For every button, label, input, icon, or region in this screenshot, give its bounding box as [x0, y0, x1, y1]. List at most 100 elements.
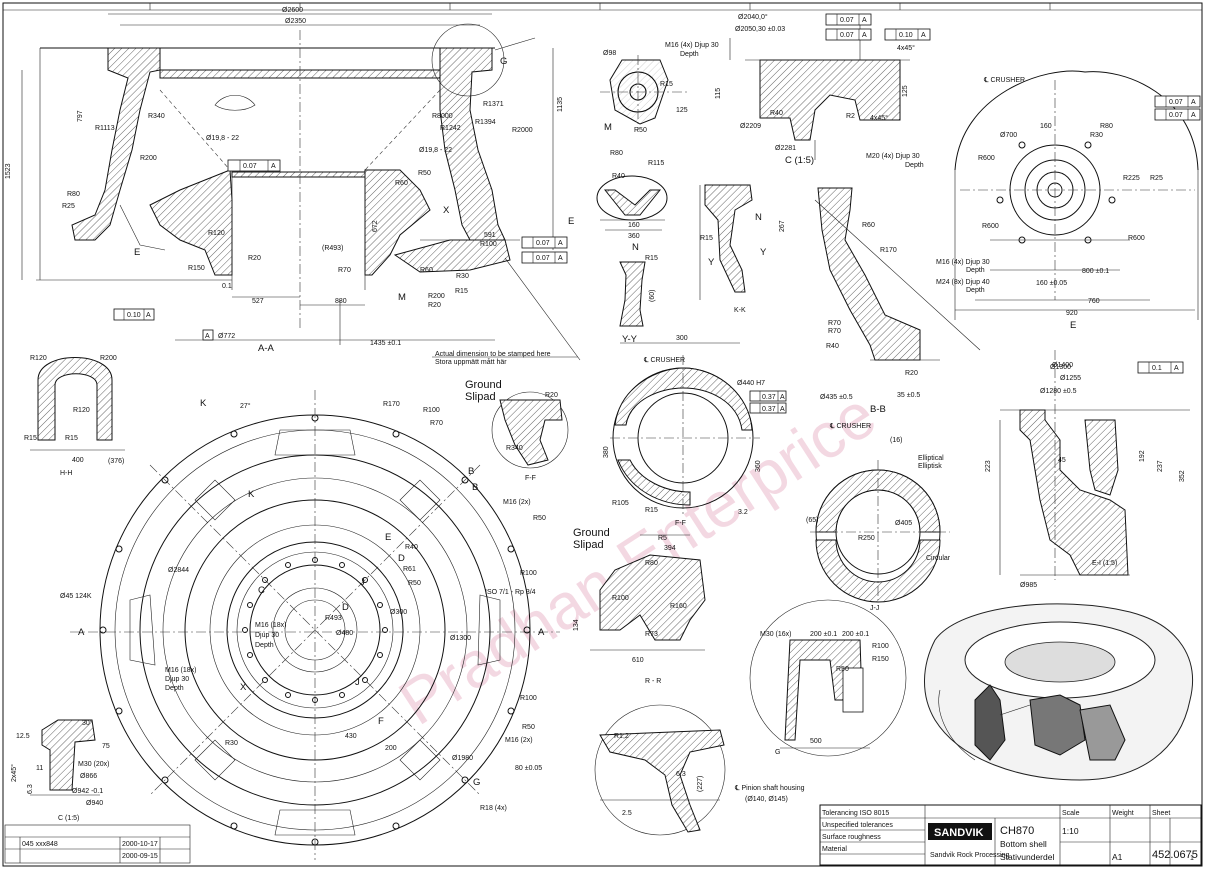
- svg-text:R50: R50: [418, 170, 431, 177]
- svg-text:A: A: [780, 406, 785, 413]
- svg-text:R60: R60: [395, 180, 408, 187]
- svg-text:M20 (4x) Djup 30: M20 (4x) Djup 30: [866, 153, 920, 160]
- svg-text:R15: R15: [645, 507, 658, 514]
- svg-text:R20: R20: [428, 302, 441, 309]
- svg-text:R80: R80: [610, 150, 623, 157]
- svg-text:R50: R50: [522, 724, 535, 731]
- svg-text:Scale: Scale: [1062, 810, 1080, 817]
- svg-text:R40: R40: [770, 110, 783, 117]
- svg-text:G: G: [775, 749, 780, 756]
- svg-text:380: 380: [603, 446, 610, 458]
- svg-text:J: J: [360, 577, 365, 588]
- svg-text:A: A: [271, 163, 276, 170]
- svg-text:B: B: [472, 482, 478, 493]
- svg-text:Ø985: Ø985: [1020, 582, 1037, 589]
- svg-text:394: 394: [664, 545, 676, 552]
- svg-text:G: G: [500, 56, 507, 67]
- svg-text:35 ±0.5: 35 ±0.5: [897, 392, 920, 399]
- svg-text:R20: R20: [248, 255, 261, 262]
- svg-text:R60: R60: [862, 222, 875, 229]
- svg-text:237: 237: [1157, 460, 1164, 472]
- title-block: Tolerancing ISO 8015 Unspecified toleran…: [819, 804, 1202, 866]
- svg-text:125: 125: [902, 85, 909, 97]
- svg-text:R25: R25: [1150, 175, 1163, 182]
- svg-text:Y: Y: [708, 257, 715, 268]
- svg-text:M: M: [604, 122, 612, 133]
- svg-text:0.10: 0.10: [899, 32, 913, 39]
- svg-text:M16 (18x): M16 (18x): [165, 667, 197, 674]
- sheet-size: A1: [1112, 852, 1123, 862]
- svg-text:R600: R600: [978, 155, 995, 162]
- tolerance-frame-ei-1: 0.1 A: [1137, 361, 1184, 374]
- part-name-en: Bottom shell: [1000, 839, 1047, 849]
- svg-text:C (1:5): C (1:5): [785, 155, 814, 166]
- svg-text:D: D: [398, 553, 405, 564]
- svg-text:6.3: 6.3: [676, 771, 686, 778]
- svg-text:400: 400: [72, 457, 84, 464]
- svg-text:R100: R100: [612, 595, 629, 602]
- section-r-r-view: Ground Slipad R5 394 R80 R100 R73 R160 1…: [573, 527, 706, 685]
- svg-text:C: C: [258, 585, 265, 596]
- svg-text:R80: R80: [67, 191, 80, 198]
- svg-text:R70: R70: [430, 420, 443, 427]
- svg-text:Unspecified tolerances: Unspecified tolerances: [822, 822, 893, 829]
- detail-flange-bottom-left: 12.5 30° 2x45° 6.3 11 75 M30 (20x) Ø866 …: [10, 719, 110, 822]
- svg-text:Ø435 ±0.5: Ø435 ±0.5: [820, 394, 853, 401]
- svg-text:160: 160: [1040, 123, 1052, 130]
- svg-text:R2: R2: [846, 113, 855, 120]
- svg-text:R20: R20: [905, 370, 918, 377]
- svg-text:M16 (18x): M16 (18x): [255, 622, 287, 629]
- section-h-h-view: R120 R200 R15 R15 R120 400 H-H: [24, 355, 125, 477]
- isometric-render: [924, 603, 1193, 781]
- svg-text:M16 (4x) Djup 30: M16 (4x) Djup 30: [936, 259, 990, 266]
- svg-text:A: A: [780, 394, 785, 401]
- svg-text:Ø405: Ø405: [895, 520, 912, 527]
- svg-text:Ø2281: Ø2281: [775, 145, 796, 152]
- svg-text:E: E: [385, 532, 391, 543]
- section-a-a-dimensions: Ø2600 Ø2350 1523 1135 797 672 527 880 14…: [5, 7, 578, 366]
- svg-text:Ø772: Ø772: [218, 333, 235, 340]
- svg-text:134: 134: [573, 619, 580, 631]
- svg-text:Elliptical: Elliptical: [918, 455, 944, 462]
- scale-value: 1:10: [1062, 826, 1079, 836]
- svg-text:A: A: [205, 333, 210, 340]
- detail-ground-slipad-1: Ground Slipad R340 R20 F-F: [465, 379, 569, 482]
- svg-text:200: 200: [385, 745, 397, 752]
- stamp-note-sv: Stora uppmätt mått här: [435, 358, 507, 366]
- svg-text:M16 (4x) Djup 30: M16 (4x) Djup 30: [665, 42, 719, 49]
- svg-text:6.3: 6.3: [27, 784, 34, 794]
- section-f-f-view: 300 ℄ CRUSHER Ø440 H7 380 360 R105 R15 F…: [603, 335, 765, 527]
- svg-text:4x45°: 4x45°: [897, 44, 915, 52]
- svg-text:R40: R40: [612, 173, 625, 180]
- svg-text:F-F: F-F: [525, 475, 536, 482]
- svg-text:X: X: [443, 205, 450, 216]
- svg-text:D: D: [342, 602, 349, 613]
- svg-text:Ø1980: Ø1980: [452, 755, 473, 762]
- svg-text:75: 75: [102, 743, 110, 750]
- svg-text:R50: R50: [836, 666, 849, 673]
- svg-text:Depth: Depth: [255, 642, 274, 649]
- svg-text:R - R: R - R: [645, 678, 661, 685]
- svg-text:Ø1280 ±0.5: Ø1280 ±0.5: [1040, 388, 1077, 395]
- svg-text:45: 45: [1058, 457, 1066, 464]
- svg-text:045 xxx848: 045 xxx848: [22, 841, 58, 848]
- svg-text:K-K: K-K: [734, 307, 746, 314]
- svg-text:192: 192: [1139, 450, 1146, 462]
- svg-text:R25: R25: [62, 203, 75, 210]
- svg-text:760: 760: [1088, 298, 1100, 305]
- svg-text:A: A: [1174, 365, 1179, 372]
- svg-text:Ø866: Ø866: [80, 773, 97, 780]
- svg-text:R40: R40: [826, 343, 839, 350]
- svg-text:R73: R73: [645, 631, 658, 638]
- svg-text:Ø1400: Ø1400: [1052, 362, 1073, 369]
- svg-text:11: 11: [36, 765, 43, 772]
- svg-text:E: E: [1070, 320, 1076, 331]
- svg-text:0.1: 0.1: [1152, 365, 1162, 372]
- section-e-i-view: Ø1400 Ø1255 Ø1280 ±0.5 Ø1300 Ø985 223 19…: [985, 350, 1190, 589]
- svg-text:N: N: [632, 242, 639, 253]
- svg-text:R115: R115: [648, 160, 664, 167]
